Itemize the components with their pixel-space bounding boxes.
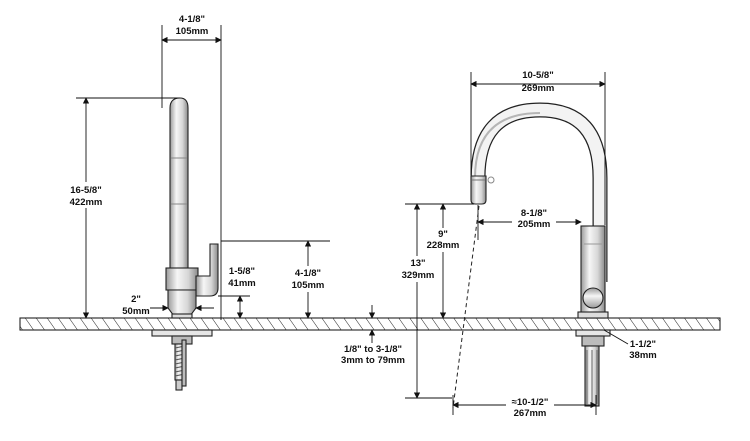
front-aerator-height-imperial: 9" [438, 229, 448, 240]
front-threaded-shank [584, 345, 600, 407]
front-spout-reach-imperial: 10-5/8" [522, 70, 553, 81]
side-body-height-imperial: 4-1/8" [295, 268, 321, 279]
side-base-diameter-metric: 50mm [122, 306, 149, 317]
dim-front-spray-reach: 8-1/8" 205mm [477, 205, 582, 240]
side-top-width-imperial: 4-1/8" [179, 14, 205, 25]
side-handle-height-imperial: 1-5/8" [229, 266, 255, 277]
front-hole-size-metric: 38mm [629, 350, 656, 361]
dim-deck-thickness: 1/8" to 3-1/8" 3mm to 79mm [341, 305, 405, 366]
dim-side-base-diameter: 2" 50mm [122, 294, 214, 317]
side-overall-height-metric: 422mm [70, 197, 103, 208]
dim-side-body-height: 4-1/8" 105mm [221, 240, 330, 319]
dim-front-total-height: 13" 329mm [400, 203, 452, 399]
deck-thickness-metric: 3mm to 79mm [341, 355, 405, 366]
dim-side-top-width: 4-1/8" 105mm [161, 14, 222, 320]
side-view-faucet [151, 97, 219, 391]
deck-thickness-imperial: 1/8" to 3-1/8" [344, 344, 402, 355]
pulldown-hose-path [452, 205, 480, 409]
dim-front-pulldown-reach: ≈10-1/2" 267mm [452, 395, 597, 419]
dim-front-aerator-height: 9" 228mm [405, 203, 474, 319]
countertop [19, 317, 721, 331]
front-spray-reach-imperial: 8-1/8" [521, 208, 547, 219]
side-handle-height-metric: 41mm [228, 278, 255, 289]
side-base-diameter-imperial: 2" [131, 294, 141, 305]
front-spout-reach-metric: 269mm [522, 83, 555, 94]
side-top-width-metric: 105mm [176, 26, 209, 37]
dim-side-handle-height: 1-5/8" 41mm [218, 266, 256, 319]
front-aerator-height-metric: 228mm [427, 240, 460, 251]
front-pulldown-reach-imperial: ≈10-1/2" [512, 397, 549, 408]
side-overall-height-imperial: 16-5/8" [70, 185, 101, 196]
front-hole-size-imperial: 1-1/2" [630, 339, 656, 350]
front-total-height-metric: 329mm [402, 270, 435, 281]
front-pulldown-reach-metric: 267mm [514, 408, 547, 419]
dim-front-hole-size: 1-1/2" 38mm [603, 329, 657, 361]
dim-side-overall-height: 16-5/8" 422mm [66, 97, 180, 319]
front-spray-reach-metric: 205mm [518, 219, 551, 230]
dim-front-spout-reach: 10-5/8" 269mm [470, 70, 606, 225]
front-view-faucet [470, 102, 611, 407]
side-body-height-metric: 105mm [292, 280, 325, 291]
front-total-height-imperial: 13" [410, 258, 425, 269]
